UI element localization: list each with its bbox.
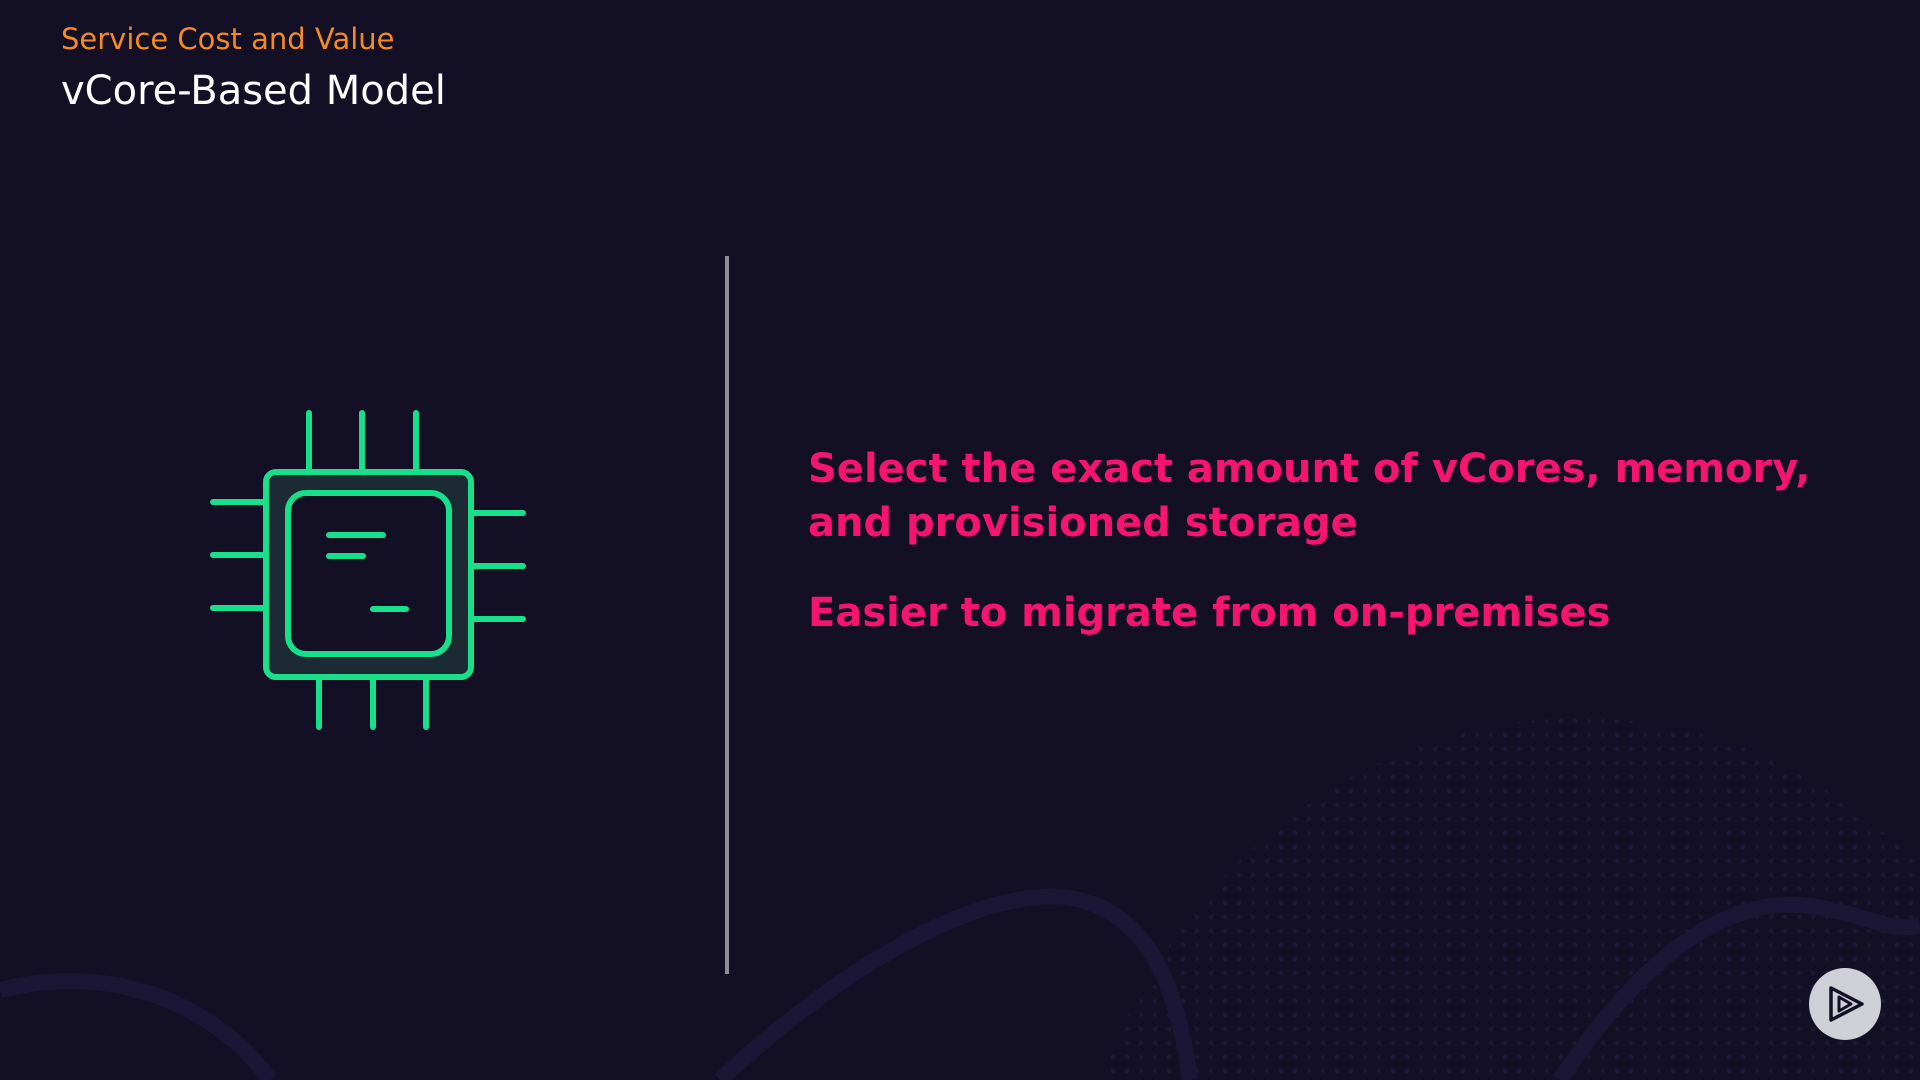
bullet-list: Select the exact amount of vCores, memor… [808, 442, 1868, 676]
page-title: vCore-Based Model [61, 68, 446, 114]
play-button[interactable] [1809, 968, 1881, 1040]
bullet-item: Select the exact amount of vCores, memor… [808, 446, 1811, 546]
section-subtitle: Service Cost and Value [61, 22, 395, 56]
vertical-divider [725, 256, 729, 974]
play-logo-icon [1829, 986, 1864, 1022]
bullet-item: Easier to migrate from on-premises [808, 590, 1611, 636]
cpu-chip-icon [210, 410, 526, 730]
